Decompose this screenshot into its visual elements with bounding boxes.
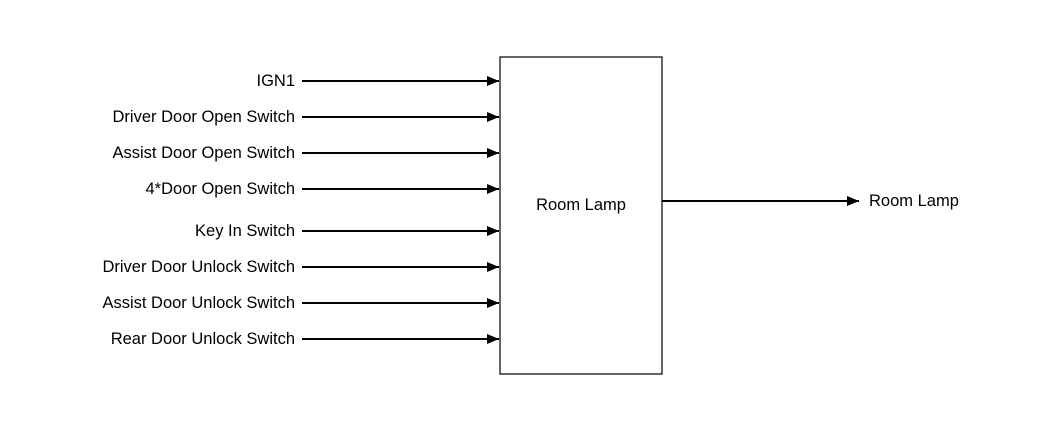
block-title: Room Lamp — [536, 196, 626, 214]
input-label-driver-door-unlock-switch: Driver Door Unlock Switch — [102, 258, 295, 276]
input-label-assist-door-unlock-switch: Assist Door Unlock Switch — [102, 294, 295, 312]
input-label-4-door-open-switch: 4*Door Open Switch — [145, 180, 296, 198]
output-label: Room Lamp — [869, 192, 959, 210]
input-label-assist-door-open-switch: Assist Door Open Switch — [112, 144, 295, 162]
input-label-rear-door-unlock-switch: Rear Door Unlock Switch — [110, 330, 295, 348]
input-label-driver-door-open-switch: Driver Door Open Switch — [112, 108, 295, 126]
room-lamp-block — [499, 56, 663, 375]
input-label-key-in-switch: Key In Switch — [195, 222, 295, 240]
input-label-ign1: IGN1 — [256, 72, 295, 90]
